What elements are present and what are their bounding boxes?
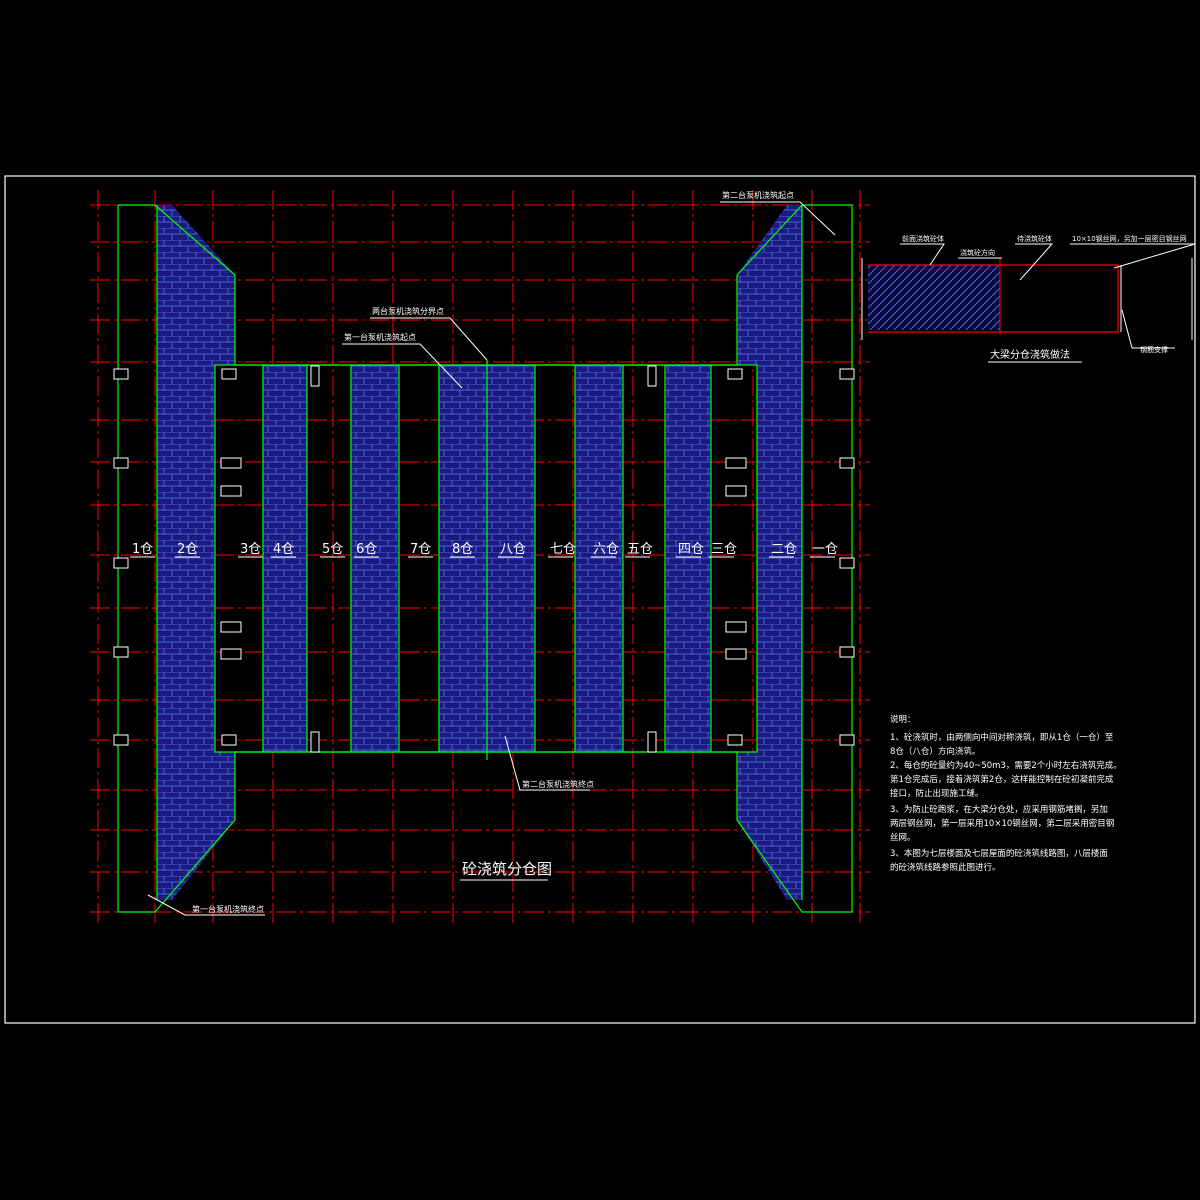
detail-leaders — [900, 243, 1196, 349]
column-marker-5 — [839, 368, 855, 380]
column-marker-0 — [113, 368, 129, 380]
leader-pump2-end — [504, 735, 590, 791]
column-marker-21 — [725, 648, 747, 660]
notes-line-6: 3、为防止砼跑浆，在大梁分仓处，应采用钢筋堵搁，另加 — [890, 804, 1108, 815]
annotation-pump1-end: 第一台泵机浇筑终点 — [192, 904, 264, 914]
notes-line-2: 8仓（八仓）方向浇筑。 — [890, 746, 980, 757]
column-marker-15 — [220, 485, 242, 497]
column-marker-24 — [647, 365, 657, 387]
bay-label-8: 8仓 — [452, 542, 473, 557]
column-marker-10 — [221, 368, 237, 380]
annotation-pump1-start-top: 第一台泵机浇筑起点 — [344, 332, 416, 342]
detail-label-to-pour: 待浇筑砼体 — [1017, 234, 1052, 243]
annotation-texts: 两台泵机浇筑分界点 第一台泵机浇筑起点 第二台泵机浇筑起点 第二台泵机浇筑终点 … — [192, 190, 794, 914]
notes-line-3: 2、每仓的砼量约为40~50m3，需要2个小时左右浇筑完成。 — [890, 760, 1122, 771]
column-marker-19 — [725, 485, 747, 497]
detail-label-rebar: 钢筋支撑 — [1140, 345, 1168, 354]
drawing-frame — [4, 175, 1196, 1024]
bay-six-hatch — [575, 365, 623, 752]
leader-pump1-end — [147, 894, 265, 916]
detail-label-mesh: 10×10钢丝网，另加一层密目钢丝网 — [1072, 234, 1187, 243]
column-marker-22 — [310, 365, 320, 387]
column-marker-11 — [221, 734, 237, 746]
bay-label-3: 3仓 — [240, 542, 261, 557]
notes: 说明： 1、砼浇筑时，由两侧向中间对称浇筑，即从1仓（一仓）至 8仓（八仓）方向… — [890, 714, 1122, 873]
notes-line-7: 两层钢丝网，第一层采用10×10钢丝网，第二层采用密目钢 — [890, 818, 1114, 829]
column-marker-14 — [220, 457, 242, 469]
bay-4-hatch — [263, 365, 307, 752]
bay-label-1: 1仓 — [132, 542, 153, 557]
notes-heading: 说明： — [890, 714, 916, 725]
annotation-pump2-end: 第二台泵机浇筑终点 — [522, 779, 594, 789]
column-marker-23 — [310, 731, 320, 753]
bay-label-two: 二仓 — [771, 542, 797, 557]
notes-line-9: 3、本图为七层楼面及七层屋面的砼浇筑线路图，八层楼面 — [890, 848, 1108, 859]
column-marker-13 — [727, 734, 743, 746]
slab-outline — [117, 204, 853, 913]
leader-pump2-start-top — [720, 201, 836, 236]
column-marker-4 — [113, 734, 129, 746]
column-marker-25 — [647, 731, 657, 753]
bay-2-hatch-left — [157, 205, 235, 900]
column-marker-9 — [839, 734, 855, 746]
column-marker-20 — [725, 621, 747, 633]
bay-label-three: 三仓 — [711, 542, 737, 557]
notes-line-5: 接口，防止出现施工缝。 — [890, 788, 984, 799]
column-marker-7 — [839, 557, 855, 569]
bay-label-7: 7仓 — [410, 542, 431, 557]
bay-label-2: 2仓 — [177, 542, 198, 557]
main-title: 砼浇筑分仓图 — [462, 860, 552, 878]
column-marker-3 — [113, 646, 129, 658]
detail-poured-concrete — [868, 265, 1000, 330]
outer-boundary — [117, 204, 853, 913]
bay-label-6: 6仓 — [356, 542, 377, 557]
pour-bays-hatch — [157, 205, 802, 900]
bay-label-six: 六仓 — [593, 542, 619, 557]
bay-labels: 1仓 2仓 3仓 4仓 5仓 6仓 7仓 8仓 八仓 七仓 六仓 五仓 四仓 三… — [132, 542, 838, 557]
detail-labels: 前面浇筑砼体 浇筑砼方向 待浇筑砼体 10×10钢丝网，另加一层密目钢丝网 钢筋… — [902, 234, 1187, 354]
bay-label-seven: 七仓 — [550, 542, 576, 557]
column-marker-8 — [839, 646, 855, 658]
annotation-pump2-start-top: 第二台泵机浇筑起点 — [722, 190, 794, 200]
column-marker-17 — [220, 648, 242, 660]
bay-label-one: 一仓 — [812, 542, 838, 557]
detail-section: 前面浇筑砼体 浇筑砼方向 待浇筑砼体 10×10钢丝网，另加一层密目钢丝网 钢筋… — [861, 234, 1196, 363]
notes-line-1: 1、砼浇筑时，由两侧向中间对称浇筑，即从1仓（一仓）至 — [890, 732, 1114, 743]
bay-label-4: 4仓 — [273, 542, 294, 557]
detail-label-poured: 前面浇筑砼体 — [902, 234, 944, 243]
column-marker-1 — [113, 457, 129, 469]
notes-line-10: 的砼浇筑线路参照此图进行。 — [890, 862, 1001, 873]
column-marker-18 — [725, 457, 747, 469]
detail-label-direction: 浇筑砼方向 — [960, 248, 995, 257]
bay-label-five: 五仓 — [627, 542, 653, 557]
detail-beam-outline — [868, 264, 1119, 333]
column-markers — [113, 365, 855, 753]
bay-label-four: 四仓 — [678, 542, 704, 557]
detail-title: 大梁分仓浇筑做法 — [990, 348, 1070, 361]
bay-four-hatch — [665, 365, 711, 752]
notes-line-4: 第1仓完成后，接着浇筑第2仓，这样能控制在砼初凝前完成 — [890, 774, 1114, 785]
column-marker-6 — [839, 457, 855, 469]
bay-2-hatch-right — [737, 205, 802, 900]
leader-boundary — [370, 317, 488, 361]
column-marker-12 — [727, 368, 743, 380]
bay-label-eight: 八仓 — [500, 542, 526, 557]
bay-6-hatch — [351, 365, 399, 752]
column-marker-2 — [113, 557, 129, 569]
annotation-two-pump-boundary: 两台泵机浇筑分界点 — [372, 306, 444, 316]
leaders — [147, 201, 836, 916]
inner-block — [214, 364, 758, 753]
leader-pump1-start-top — [342, 343, 463, 389]
bay-label-5: 5仓 — [322, 542, 343, 557]
notes-line-8: 丝网。 — [890, 832, 916, 843]
column-marker-16 — [220, 621, 242, 633]
